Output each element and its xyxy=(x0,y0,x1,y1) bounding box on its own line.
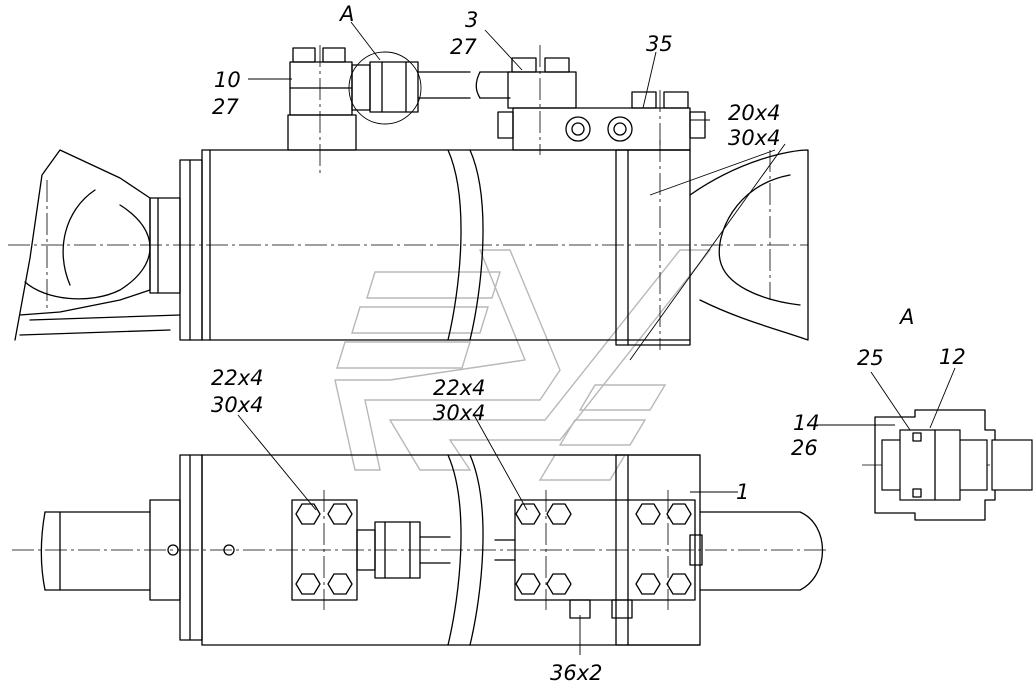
callout-10: 10 xyxy=(214,68,241,92)
left-rod xyxy=(40,511,151,591)
port-block xyxy=(287,45,471,175)
detail-callout-25: 25 xyxy=(857,346,884,370)
detail-a-section xyxy=(862,409,1033,521)
callout-3: 3 xyxy=(465,8,478,32)
callout-22x4-left: 22x4 xyxy=(211,366,264,390)
callout-36x2: 36x2 xyxy=(550,661,603,685)
callout-30x4-top: 30x4 xyxy=(728,126,781,150)
top-view xyxy=(8,45,809,350)
detail-ref-label: A xyxy=(338,2,354,26)
callout-22x4-right: 22x4 xyxy=(433,376,486,400)
leader-lines xyxy=(237,21,956,655)
left-flange xyxy=(149,454,235,641)
valve-block xyxy=(475,45,706,155)
callout-27-a: 27 xyxy=(450,35,477,59)
callout-labels: A 3 27 10 27 35 20x4 30x4 22x4 30x4 22x4… xyxy=(211,2,966,685)
callout-20x4: 20x4 xyxy=(728,101,781,125)
right-valve-block xyxy=(494,490,703,619)
callout-30x4-left: 30x4 xyxy=(211,393,264,417)
left-eye-mount xyxy=(14,149,181,341)
callout-27-b: 27 xyxy=(212,95,239,119)
detail-a-title: A xyxy=(898,305,914,329)
rod-end-flange xyxy=(149,159,203,341)
detail-callout-26: 26 xyxy=(791,436,818,460)
bottom-barrel xyxy=(201,454,701,646)
detail-callout-14: 14 xyxy=(793,411,820,435)
bottom-view xyxy=(12,454,830,646)
right-rod xyxy=(699,511,823,591)
callout-1: 1 xyxy=(736,480,749,504)
callout-30x4-right: 30x4 xyxy=(433,401,486,425)
callout-35: 35 xyxy=(646,32,673,56)
detail-callout-12: 12 xyxy=(939,345,966,369)
watermark-logo xyxy=(334,249,712,481)
left-clamp-block xyxy=(291,490,451,610)
